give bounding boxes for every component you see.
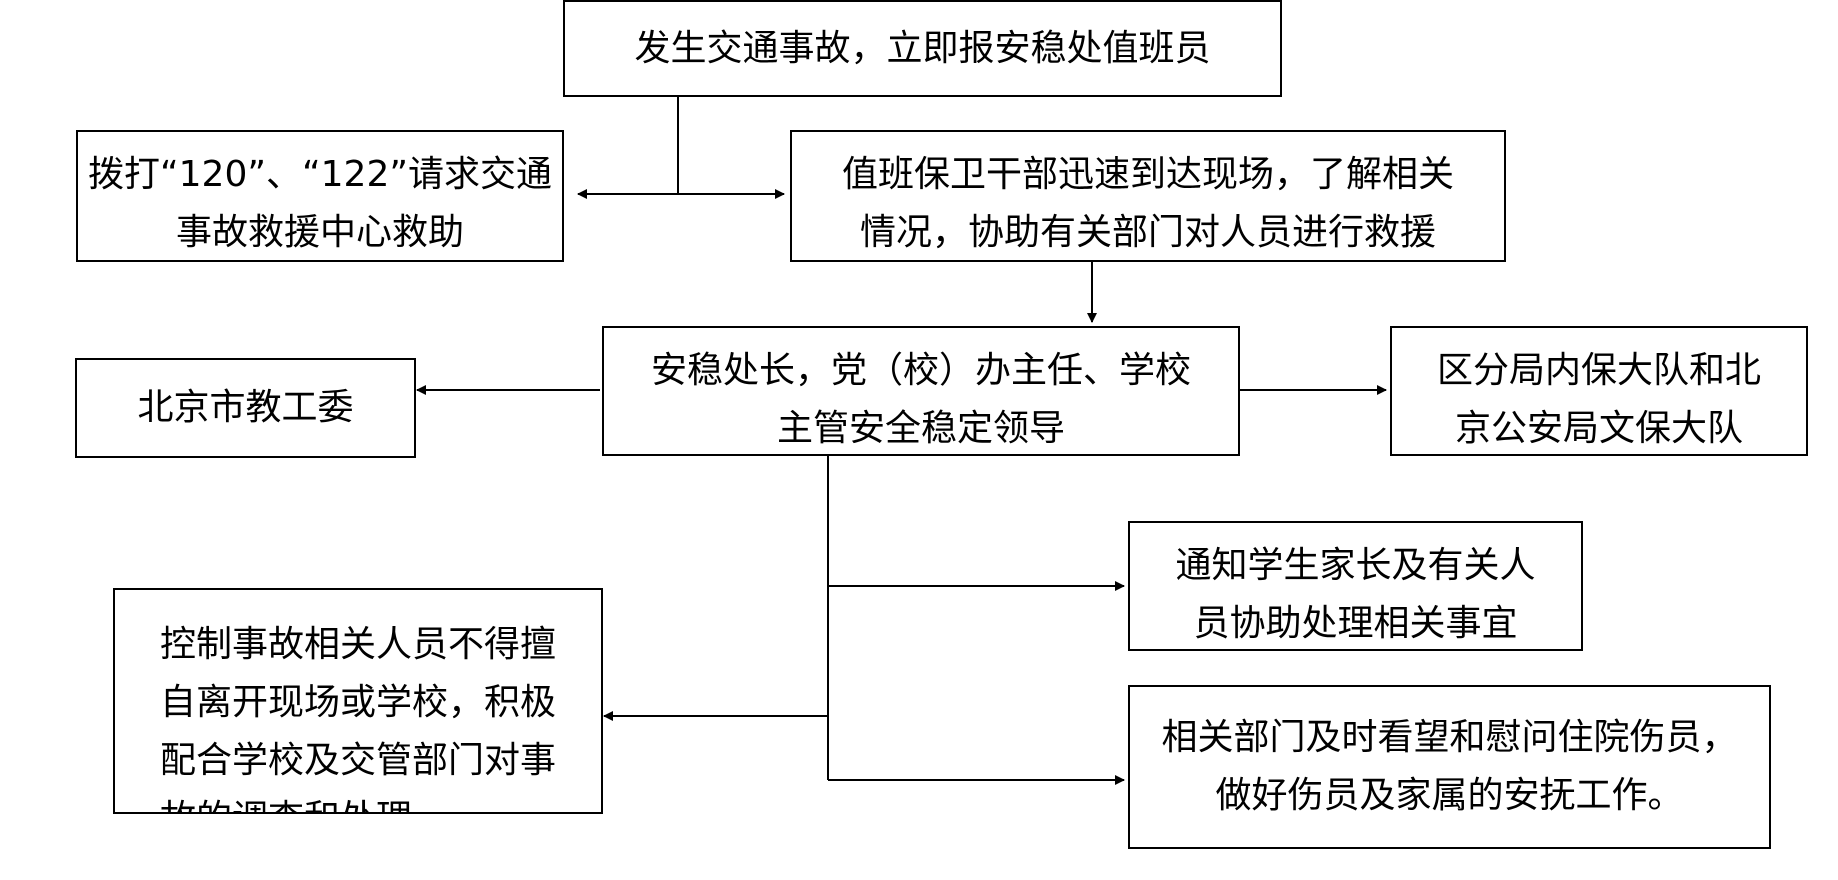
node-security-onsite: 值班保卫干部迅速到达现场，了解相关 情况，协助有关部门对人员进行救援 (790, 130, 1506, 262)
node-notify-parents-text: 通知学生家长及有关人 员协助处理相关事宜 (1175, 545, 1536, 644)
node-education-committee: 北京市教工委 (75, 358, 416, 458)
node-visit-injured: 相关部门及时看望和慰问住院伤员， 做好伤员及家属的安抚工作。 (1128, 685, 1771, 849)
node-security-onsite-text: 值班保卫干部迅速到达现场，了解相关 情况，协助有关部门对人员进行救援 (841, 154, 1454, 253)
node-report-text: 发生交通事故，立即报安稳处值班员 (634, 27, 1211, 69)
node-control-persons: 控制事故相关人员不得擅 自离开现场或学校，积极 配合学校及交管部门对事 故的调查… (113, 588, 603, 814)
node-control-persons-text: 控制事故相关人员不得擅 自离开现场或学校，积极 配合学校及交管部门对事 故的调查… (159, 624, 556, 812)
node-leaders: 安稳处长，党（校）办主任、学校 主管安全稳定领导 (602, 326, 1240, 456)
node-leaders-text: 安稳处长，党（校）办主任、学校 主管安全稳定领导 (650, 350, 1191, 449)
node-police: 区分局内保大队和北 京公安局文保大队 (1390, 326, 1808, 456)
node-call-rescue: 拨打“120”、“122”请求交通 事故救援中心救助 (76, 130, 564, 262)
node-visit-injured-text: 相关部门及时看望和慰问住院伤员， 做好伤员及家属的安抚工作。 (1161, 717, 1738, 816)
node-police-text: 区分局内保大队和北 京公安局文保大队 (1436, 350, 1761, 449)
node-notify-parents: 通知学生家长及有关人 员协助处理相关事宜 (1128, 521, 1583, 651)
node-call-rescue-text: 拨打“120”、“122”请求交通 事故救援中心救助 (87, 154, 553, 253)
node-report: 发生交通事故，立即报安稳处值班员 (563, 0, 1282, 97)
node-education-committee-text: 北京市教工委 (137, 387, 354, 428)
